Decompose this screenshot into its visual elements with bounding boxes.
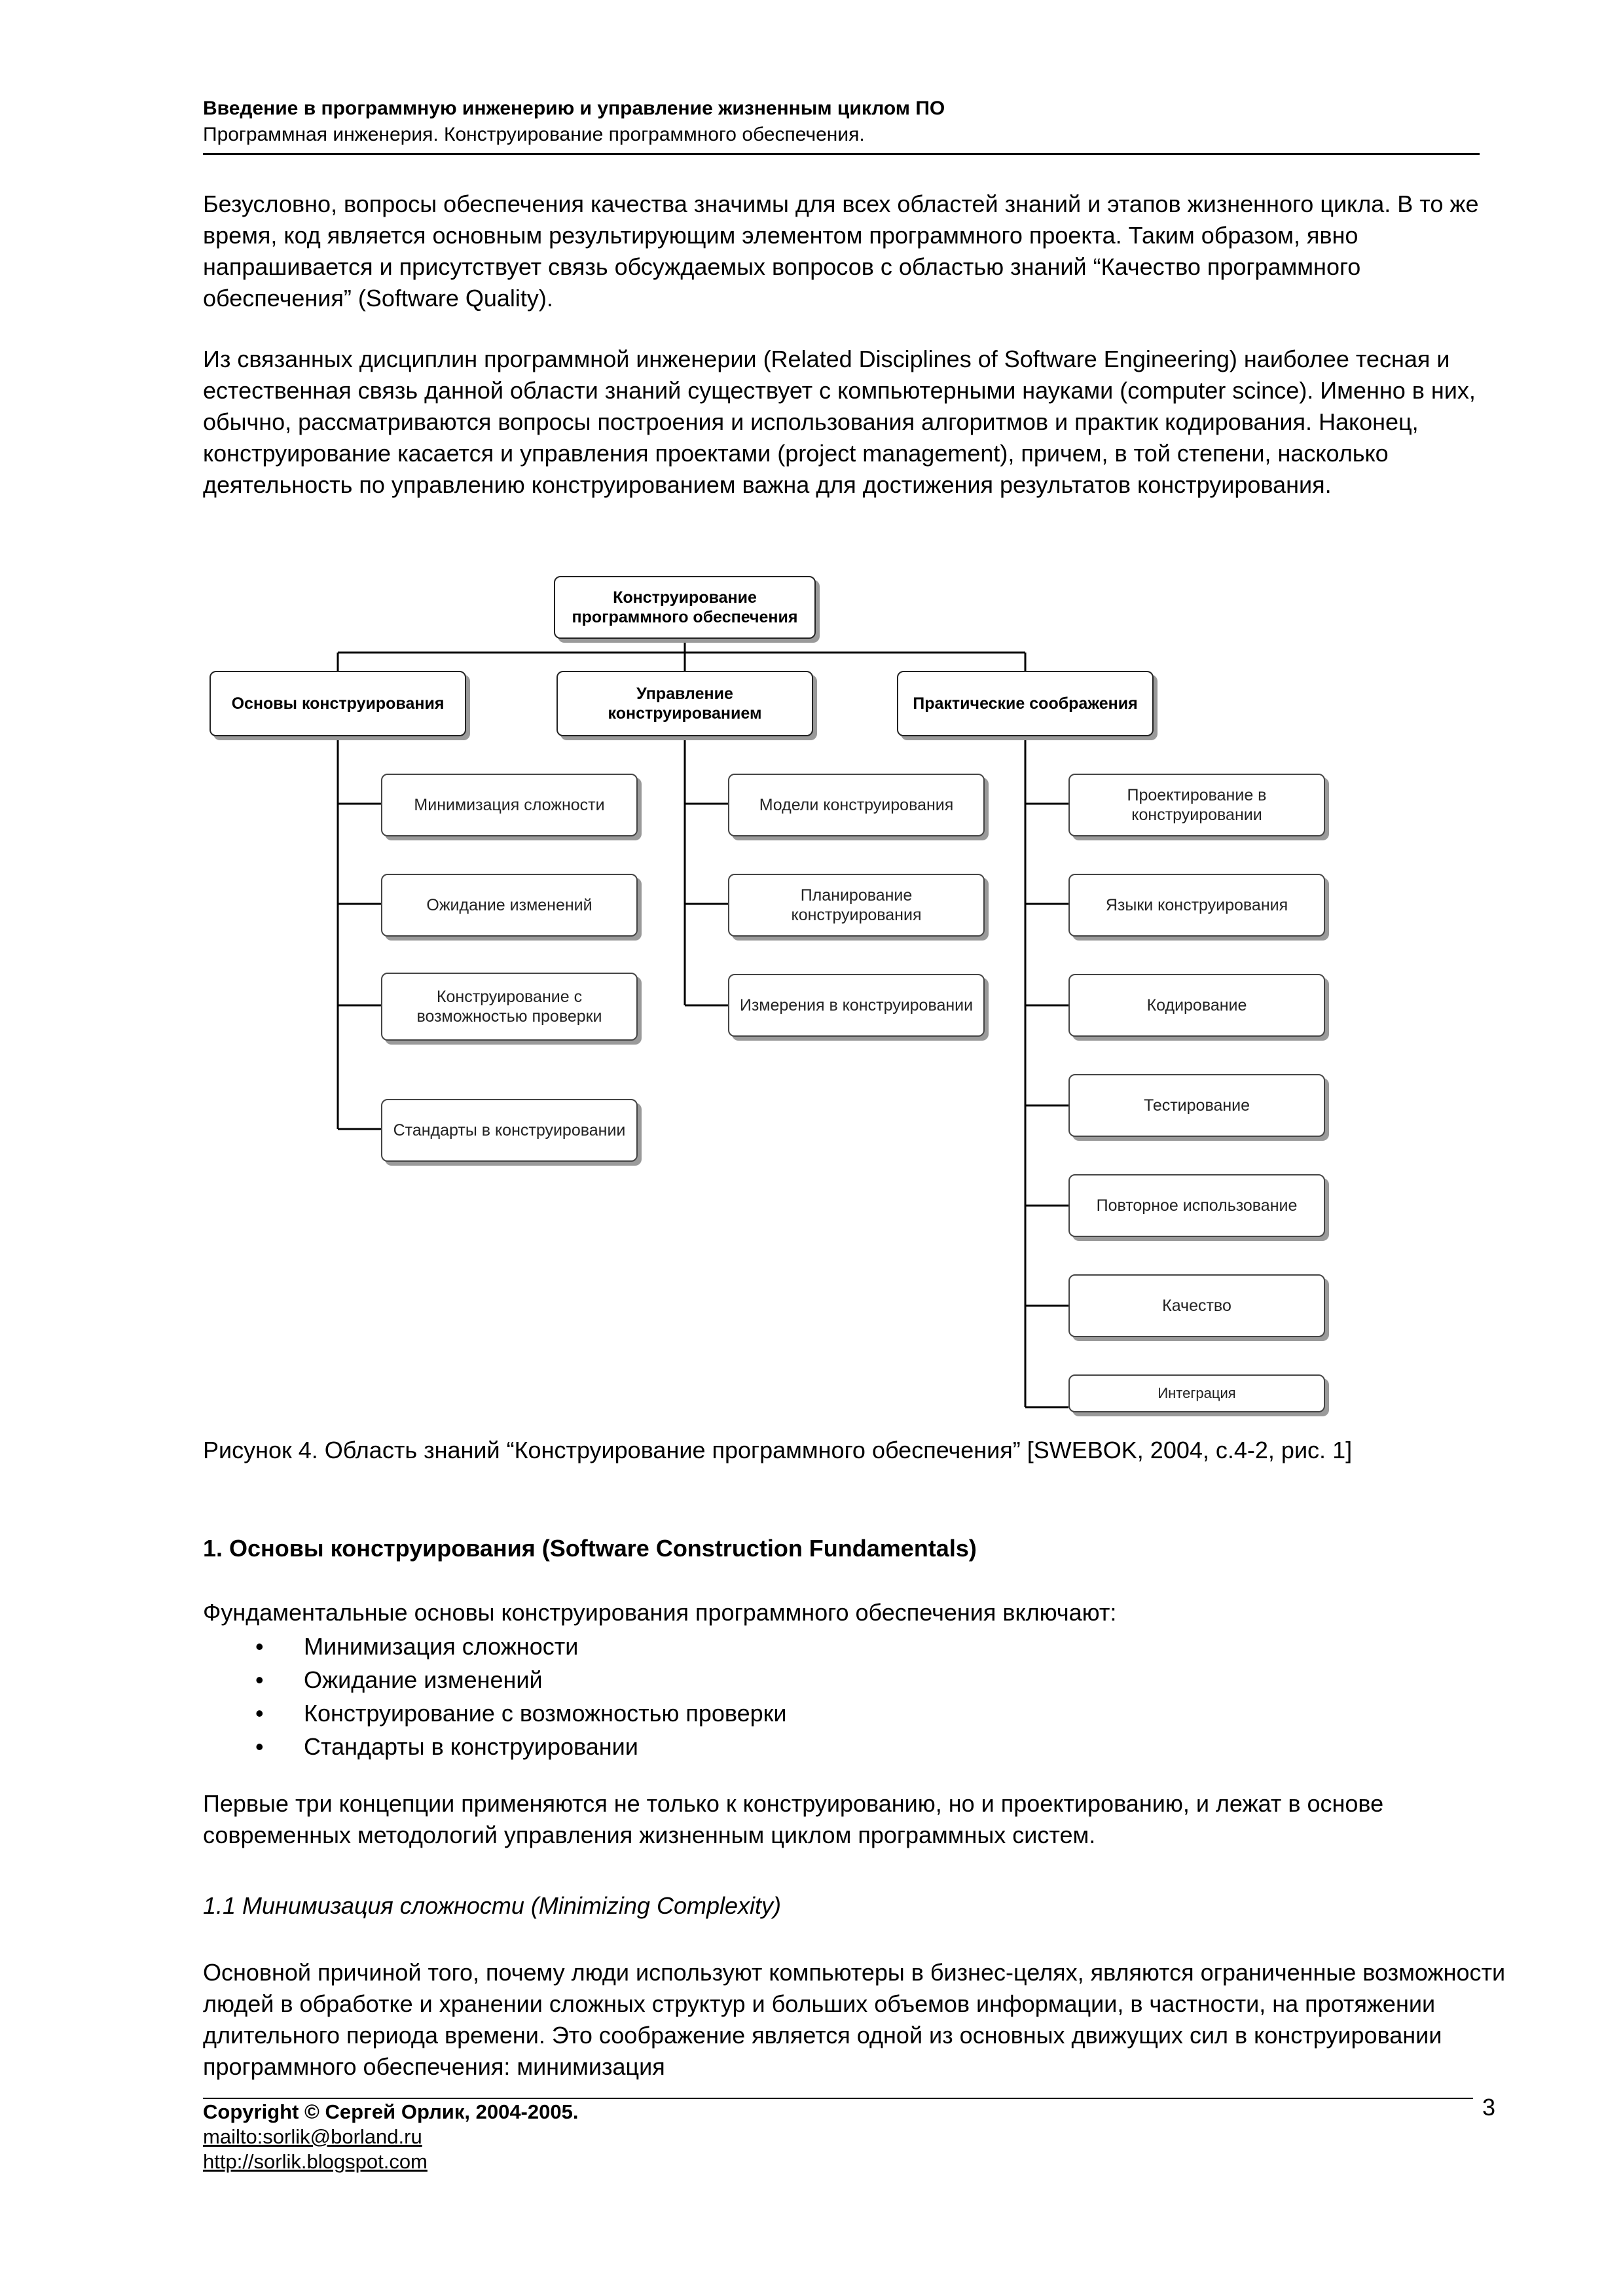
diagram-connectors — [337, 632, 1068, 1408]
page-header: Введение в программную инженерию и управ… — [203, 96, 1480, 148]
subsection-heading: 1.1 Минимизация сложности (Minimizing Co… — [203, 1892, 781, 1919]
bullet-marker: • — [255, 1700, 264, 1727]
diagram-node-coding: Кодирование — [1068, 974, 1325, 1037]
bullet-marker: • — [255, 1633, 264, 1660]
diagram-node-verification: Конструирование с возможностью проверки — [381, 973, 638, 1041]
bullet-marker: • — [255, 1666, 264, 1693]
list-item: • Конструирование с возможностью проверки — [203, 1696, 787, 1730]
diagram-node-construction-measurement: Измерения в конструировании — [728, 974, 985, 1037]
list-item: • Ожидание изменений — [203, 1663, 787, 1696]
paragraph-quality: Безусловно, вопросы обеспечения качества… — [203, 190, 1479, 312]
paragraph-fundamentals-intro: Фундаментальные основы конструирования п… — [203, 1599, 1117, 1626]
diagram-node-reuse: Повторное использование — [1068, 1174, 1325, 1237]
header-subtitle: Программная инженерия. Конструирование п… — [203, 124, 865, 145]
knowledge-area-diagram: Конструирование программного обеспечения… — [196, 563, 1349, 1414]
diagram-node-testing: Тестирование — [1068, 1074, 1325, 1137]
page-number: 3 — [1482, 2094, 1496, 2121]
header-title: Введение в программную инженерию и управ… — [203, 98, 945, 119]
diagram-node-minimizing-complexity: Минимизация сложности — [381, 774, 638, 836]
diagram-branch-management: Управление конструированием — [556, 671, 813, 736]
list-item-text: Минимизация сложности — [304, 1633, 579, 1660]
diagram-node-integration: Интеграция — [1068, 1374, 1325, 1412]
diagram-root-node: Конструирование программного обеспечения — [554, 576, 816, 639]
diagram-node-construction-languages: Языки конструирования — [1068, 874, 1325, 937]
bullet-marker: • — [255, 1733, 264, 1760]
header-divider — [203, 153, 1480, 155]
footer-copyright: Copyright © Сергей Орлик, 2004-2005. — [203, 2100, 579, 2123]
footer-blog-link[interactable]: http://sorlik.blogspot.com — [203, 2150, 428, 2173]
diagram-node-anticipating-change: Ожидание изменений — [381, 874, 638, 937]
diagram-node-standards: Стандарты в конструировании — [381, 1099, 638, 1162]
paragraph-concepts: Первые три концепции применяются не толь… — [203, 1790, 1384, 1848]
list-item-text: Ожидание изменений — [304, 1666, 543, 1693]
list-item: • Минимизация сложности — [203, 1630, 787, 1663]
diagram-node-construction-design: Проектирование в конструировании — [1068, 774, 1325, 836]
paragraph-related-disciplines: Из связанных дисциплин программной инжен… — [203, 346, 1476, 498]
diagram-branch-fundamentals: Основы конструирования — [210, 671, 466, 736]
list-item-text: Стандарты в конструировании — [304, 1733, 638, 1760]
diagram-node-construction-planning: Планирование конструирования — [728, 874, 985, 937]
footer-email-link[interactable]: mailto:sorlik@borland.ru — [203, 2125, 422, 2148]
figure-caption: Рисунок 4. Область знаний “Конструирован… — [203, 1437, 1353, 1463]
diagram-branch-practical: Практические соображения — [897, 671, 1154, 736]
page-footer: Copyright © Сергей Орлик, 2004-2005. mai… — [203, 2100, 578, 2174]
diagram-node-construction-models: Модели конструирования — [728, 774, 985, 836]
diagram-node-quality: Качество — [1068, 1274, 1325, 1337]
paragraph-complexity: Основной причиной того, почему люди испо… — [203, 1959, 1506, 2080]
section-heading: 1. Основы конструирования (Software Cons… — [203, 1535, 977, 1562]
footer-divider — [203, 2098, 1473, 2099]
fundamentals-list: • Минимизация сложности • Ожидание изменен… — [203, 1630, 787, 1763]
list-item-text: Конструирование с возможностью проверки — [304, 1700, 787, 1727]
list-item: • Стандарты в конструировании — [203, 1730, 787, 1763]
